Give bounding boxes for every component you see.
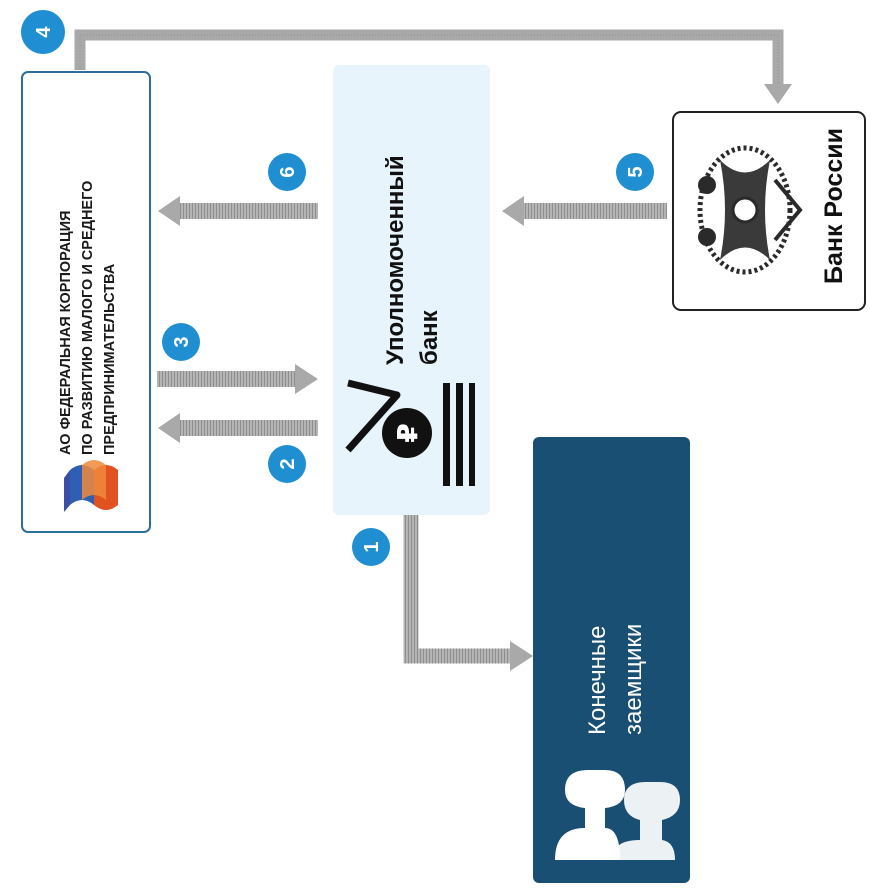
svg-text:5: 5 — [625, 166, 647, 177]
end-borrowers-panel: Конечные заемщики — [533, 437, 690, 883]
bank-of-russia-seal-text: Банк России — [820, 128, 848, 284]
step-badge-1: 1 — [352, 528, 390, 566]
msp-line-1: АО ФЕДЕРАЛЬНАЯ КОРПОРАЦИЯ — [58, 211, 74, 455]
arrow-step-6 — [158, 196, 318, 226]
ruble-symbol: ₽ — [391, 423, 424, 442]
svg-text:Конечные заемщики: Конечные заемщики — [584, 619, 647, 735]
bank-line-1: Уполномоченный — [382, 155, 409, 365]
borrowers-line-2: заемщики — [620, 624, 647, 735]
msp-line-2: ПО РАЗВИТИЮ МАЛОГО И СРЕДНЕГО — [80, 181, 96, 455]
authorized-bank-panel: Уполномоченный банк ₽ — [333, 65, 490, 515]
step-badge-4: 4 — [21, 10, 65, 54]
ruble-bank-icon: ₽ — [345, 379, 475, 486]
double-headed-eagle-icon — [697, 145, 803, 275]
step-badge-5: 5 — [616, 153, 654, 191]
step-badge-6: 6 — [268, 153, 306, 191]
bank-line-2: банк — [416, 309, 443, 365]
borrowers-line-1: Конечные — [584, 626, 611, 736]
people-silhouette-icon — [555, 770, 680, 860]
svg-text:4: 4 — [33, 26, 55, 38]
svg-text:6: 6 — [277, 166, 299, 177]
arrow-step-3 — [157, 364, 318, 394]
svg-text:Уполномоченный банк: Уполномоченный банк — [382, 149, 443, 365]
step-badge-3: 3 — [162, 323, 200, 361]
russian-flag-icon — [64, 460, 118, 512]
svg-text:3: 3 — [171, 336, 193, 347]
arrow-step-5 — [502, 196, 667, 226]
msp-line-3: ПРЕДПРИНИМАТЕЛЬСТВА — [102, 263, 118, 455]
arrow-step-4 — [74, 29, 792, 104]
svg-text:АО ФЕДЕРАЛЬНАЯ КОРПОРАЦИЯ: АО ФЕДЕРАЛЬНАЯ КОРПОРАЦИЯ ПО РАЗВИТИЮ МА… — [58, 177, 118, 455]
step-badge-2: 2 — [268, 445, 306, 483]
svg-text:2: 2 — [277, 458, 299, 469]
arrow-step-1 — [403, 515, 533, 671]
msp-corporation-box: АО ФЕДЕРАЛЬНАЯ КОРПОРАЦИЯ ПО РАЗВИТИЮ МА… — [21, 71, 151, 533]
svg-text:1: 1 — [361, 541, 383, 552]
bank-of-russia-box: Банк России — [672, 111, 866, 311]
arrow-step-2 — [158, 413, 318, 443]
